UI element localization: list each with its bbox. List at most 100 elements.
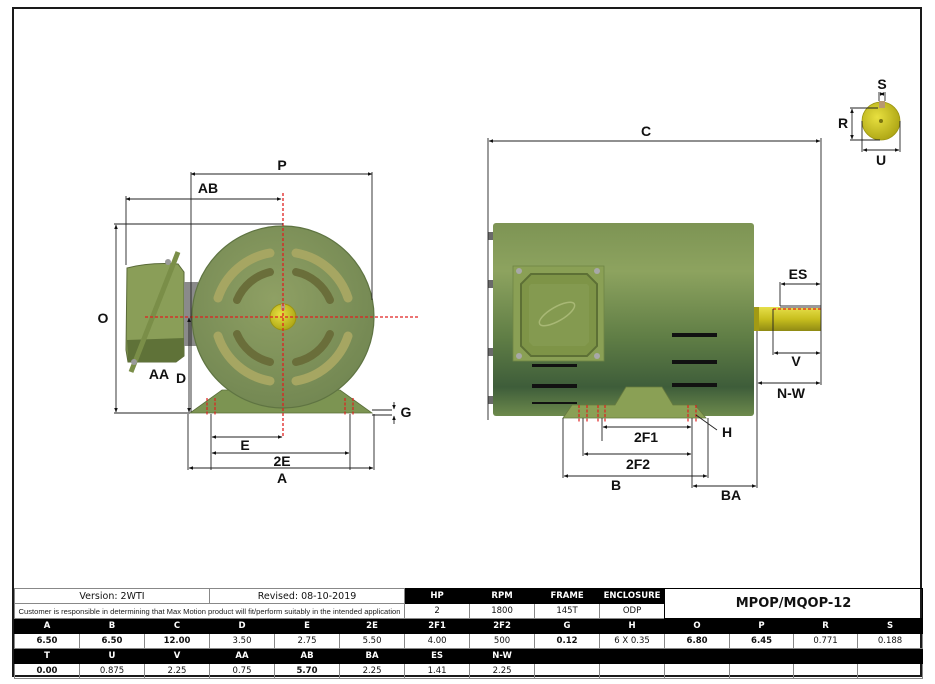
- dim-value: 6.50: [14, 633, 80, 649]
- motor-dimension-drawing: P AB O AA D G E 2E A: [98, 76, 901, 503]
- dim-header: E: [274, 618, 341, 634]
- dim-header: AB: [274, 648, 341, 664]
- title-row: Version: 2WTI Revised: 08-10-2019 HP RPM…: [13, 588, 924, 619]
- dim-header-empty: [534, 648, 601, 664]
- dim-header: G: [534, 618, 601, 634]
- dim-header: AA: [209, 648, 276, 664]
- dim-header: N-W: [469, 648, 536, 664]
- dim-header: BA: [339, 648, 406, 664]
- dim-value: 6.50: [79, 633, 145, 649]
- dim-header-empty: [793, 648, 859, 664]
- dim-value: 0.75: [209, 663, 276, 679]
- spec-header-rpm: RPM: [469, 588, 536, 604]
- dim-label-B: B: [611, 477, 621, 493]
- dim-header: A: [14, 618, 80, 634]
- dim-label-U: U: [876, 152, 886, 168]
- dim-label-H: H: [722, 424, 732, 440]
- model-number: MPOP/MQOP-12: [664, 588, 924, 619]
- dim-label-BA: BA: [721, 487, 741, 503]
- dim-header: ES: [404, 648, 471, 664]
- version-cell: Version: 2WTI: [13, 588, 211, 604]
- front-view: P AB O AA D G E 2E A: [98, 157, 420, 486]
- dim-label-R: R: [838, 115, 848, 131]
- dim-label-V: V: [791, 353, 801, 369]
- dim-value: 5.50: [339, 633, 406, 649]
- dim-label-E: E: [240, 437, 249, 453]
- dim-value: 1.41: [404, 663, 471, 679]
- dim-value: 2.25: [469, 663, 536, 679]
- spec-value-frame: 145T: [534, 603, 601, 619]
- dim-label-AB: AB: [198, 180, 218, 196]
- dim-value: 3.50: [209, 633, 276, 649]
- dim-header-row-2: T U V AA AB BA ES N-W: [14, 648, 924, 664]
- dim-header: O: [664, 618, 731, 634]
- spec-value-enclosure: ODP: [599, 603, 666, 619]
- spec-header-frame: FRAME: [534, 588, 601, 604]
- dim-header: S: [857, 618, 924, 634]
- dim-value: 0.875: [79, 663, 145, 679]
- dim-header: H: [599, 618, 666, 634]
- dim-value: 0.188: [857, 633, 924, 649]
- dim-header: 2F2: [469, 618, 536, 634]
- dim-header: 2F1: [404, 618, 471, 634]
- dim-label-2E: 2E: [273, 453, 290, 469]
- dim-header-empty: [729, 648, 795, 664]
- dim-header: D: [209, 618, 276, 634]
- spec-header-hp: HP: [404, 588, 471, 604]
- dim-value: 0.00: [14, 663, 80, 679]
- dim-header: R: [793, 618, 859, 634]
- dim-value: 6.80: [664, 633, 731, 649]
- spec-header-enclosure: ENCLOSURE: [599, 588, 666, 604]
- spec-value-hp: 2: [404, 603, 471, 619]
- dim-value: 5.70: [274, 663, 341, 679]
- dim-label-O: O: [98, 310, 109, 326]
- dim-label-S: S: [877, 76, 886, 92]
- dim-value-empty: [664, 663, 731, 679]
- dim-value: 0.12: [534, 633, 601, 649]
- dim-value: 6.45: [729, 633, 795, 649]
- revised-cell: Revised: 08-10-2019: [209, 588, 406, 604]
- dim-value-empty: [793, 663, 859, 679]
- dim-value-empty: [729, 663, 795, 679]
- spec-value-rpm: 1800: [469, 603, 536, 619]
- dim-label-2F2: 2F2: [626, 456, 650, 472]
- dim-value: 500: [469, 633, 536, 649]
- side-view: C ES V N-W H 2F1 2F2 B BA: [487, 123, 822, 503]
- dim-value-empty: [534, 663, 601, 679]
- dim-value-row-1: 6.50 6.50 12.00 3.50 2.75 5.50 4.00 500 …: [14, 633, 924, 649]
- dim-value: 2.25: [143, 663, 211, 679]
- dim-value: 2.25: [339, 663, 406, 679]
- dim-label-D: D: [176, 370, 186, 386]
- dim-header: 2E: [339, 618, 406, 634]
- dim-value-row-2: 0.00 0.875 2.25 0.75 5.70 2.25 1.41 2.25: [14, 663, 924, 679]
- dim-label-C: C: [641, 123, 651, 139]
- dim-value: 12.00: [143, 633, 211, 649]
- dim-value: 6 X 0.35: [599, 633, 666, 649]
- dim-value-empty: [857, 663, 924, 679]
- shaft-end-detail: S R U: [838, 76, 901, 168]
- dim-value: 0.771: [793, 633, 859, 649]
- dim-header-empty: [664, 648, 731, 664]
- dim-value: 4.00: [404, 633, 471, 649]
- dim-header-empty: [599, 648, 666, 664]
- dim-header: V: [143, 648, 211, 664]
- dim-label-A: A: [277, 470, 287, 486]
- disclaimer-row: Customer is responsible in determining t…: [13, 603, 923, 619]
- dim-header: U: [79, 648, 145, 664]
- dim-header: P: [729, 618, 795, 634]
- dim-header-empty: [857, 648, 924, 664]
- dim-header: T: [14, 648, 80, 664]
- disclaimer-text: Customer is responsible in determining t…: [13, 603, 406, 619]
- dim-label-ES: ES: [789, 266, 808, 282]
- spec-table: Version: 2WTI Revised: 08-10-2019 HP RPM…: [13, 588, 924, 679]
- dim-label-AA: AA: [149, 366, 169, 382]
- dim-value-empty: [599, 663, 666, 679]
- dim-label-P: P: [277, 157, 286, 173]
- dim-label-G: G: [401, 404, 412, 420]
- dim-label-2F1: 2F1: [634, 429, 658, 445]
- dim-header: C: [143, 618, 211, 634]
- dim-header-row-1: A B C D E 2E 2F1 2F2 G H O P R S: [14, 618, 924, 634]
- dim-label-N-W: N-W: [777, 385, 806, 401]
- dim-header: B: [79, 618, 145, 634]
- dim-value: 2.75: [274, 633, 341, 649]
